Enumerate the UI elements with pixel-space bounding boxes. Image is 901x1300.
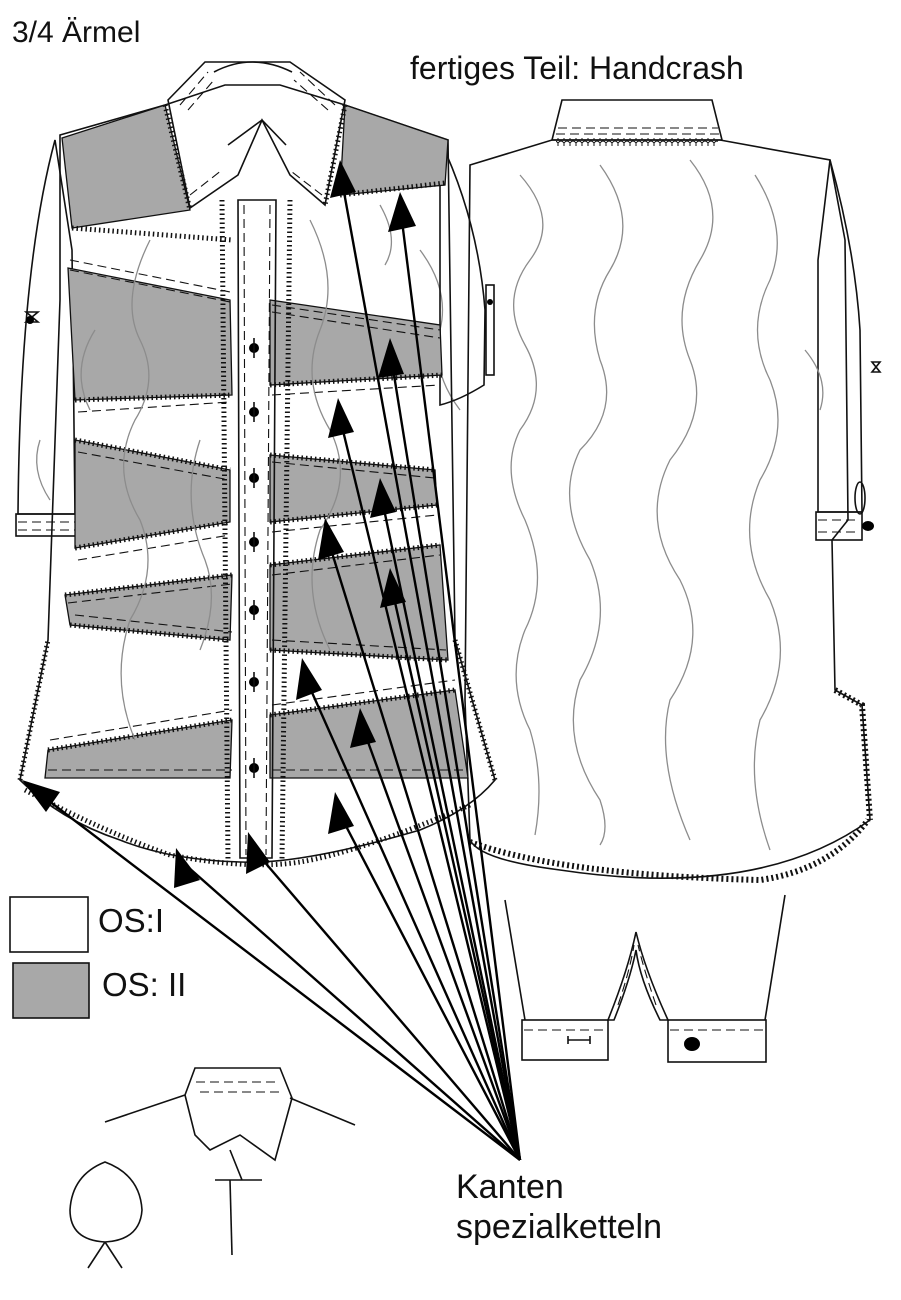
- back-sleeve: [817, 159, 863, 513]
- placket-buttons: [249, 338, 259, 778]
- sleeve-placket: [606, 931, 670, 1021]
- annotation-arrows: [22, 160, 522, 1161]
- back-collar-stand: [550, 99, 724, 141]
- legend-label-os1: OS:I: [98, 902, 165, 939]
- sleeve-spread: [504, 894, 786, 1063]
- legend-swatch-os2: [12, 962, 90, 1019]
- finished-part-label: fertiges Teil: Handcrash: [410, 50, 744, 86]
- front-left-cuff: [15, 513, 79, 537]
- panel-os2: [44, 719, 233, 779]
- tie-string: [69, 1161, 143, 1243]
- legend-swatch-os1: [9, 896, 89, 953]
- panel-os2: [269, 544, 449, 661]
- cuff-right: [667, 1019, 767, 1063]
- edge-finish-label-line1: Kanten: [456, 1168, 564, 1206]
- front-right-sleeve: [439, 139, 486, 407]
- legend-label-os2: OS: II: [102, 966, 187, 1003]
- front-left-sleeve: [17, 139, 76, 515]
- sleeve-length-title: 3/4 Ärmel: [12, 16, 141, 49]
- edge-finish-label-line2: spezialketteln: [456, 1208, 663, 1246]
- panel-os2: [339, 104, 449, 196]
- back-sleeve-cuff: [815, 511, 863, 541]
- cuff-left: [521, 1019, 609, 1061]
- panel-os2: [61, 104, 191, 229]
- cuff-button: [862, 521, 874, 531]
- collar-detail: [69, 1067, 356, 1269]
- front-view: [15, 61, 498, 868]
- panel-os2: [67, 267, 233, 401]
- panel-os2: [74, 439, 231, 549]
- back-view: [419, 99, 882, 884]
- button-loop: [854, 481, 866, 515]
- front-collar: [167, 61, 346, 210]
- button-placket: [237, 199, 277, 859]
